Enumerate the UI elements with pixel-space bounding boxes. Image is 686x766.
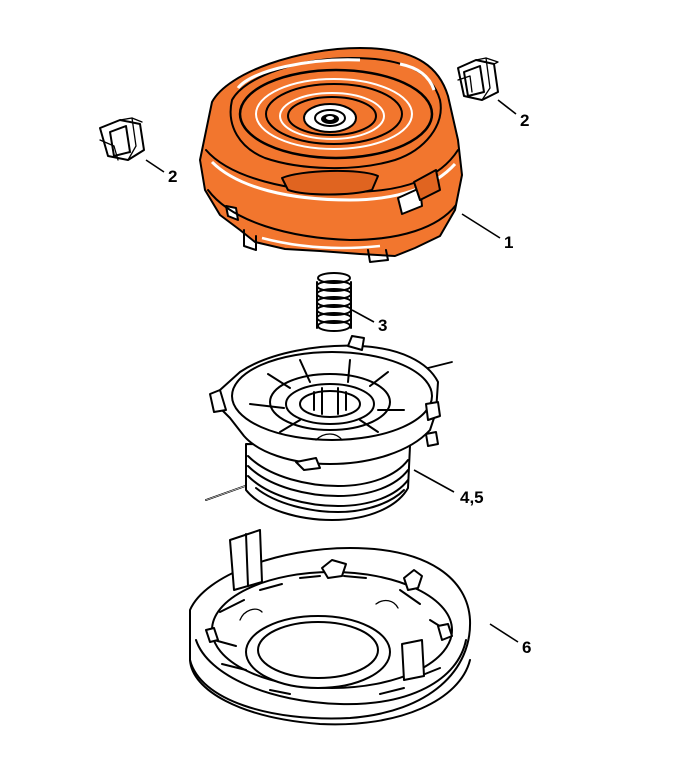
callout-label-3: 3	[378, 316, 387, 335]
callout-label-45: 4,5	[460, 488, 484, 507]
spring-part	[316, 272, 352, 332]
leader-2-right	[497, 99, 517, 115]
clip-part-left	[99, 117, 145, 161]
callout-label-2-right: 2	[520, 111, 529, 130]
callout-label-6: 6	[522, 638, 531, 657]
cover-part	[199, 47, 463, 263]
callout-labels: 1 2 2 3 4,5 6	[168, 111, 531, 657]
base-ring-part	[189, 529, 472, 726]
leader-3	[351, 309, 375, 323]
callout-label-1: 1	[504, 233, 513, 252]
callout-label-2-left: 2	[168, 167, 177, 186]
leader-45	[413, 469, 455, 493]
leader-6	[489, 623, 519, 643]
leader-1	[461, 213, 501, 239]
leader-lines	[145, 99, 519, 643]
leader-2-left	[145, 159, 165, 173]
spool-part	[205, 335, 453, 521]
clip-part-right	[457, 57, 499, 101]
